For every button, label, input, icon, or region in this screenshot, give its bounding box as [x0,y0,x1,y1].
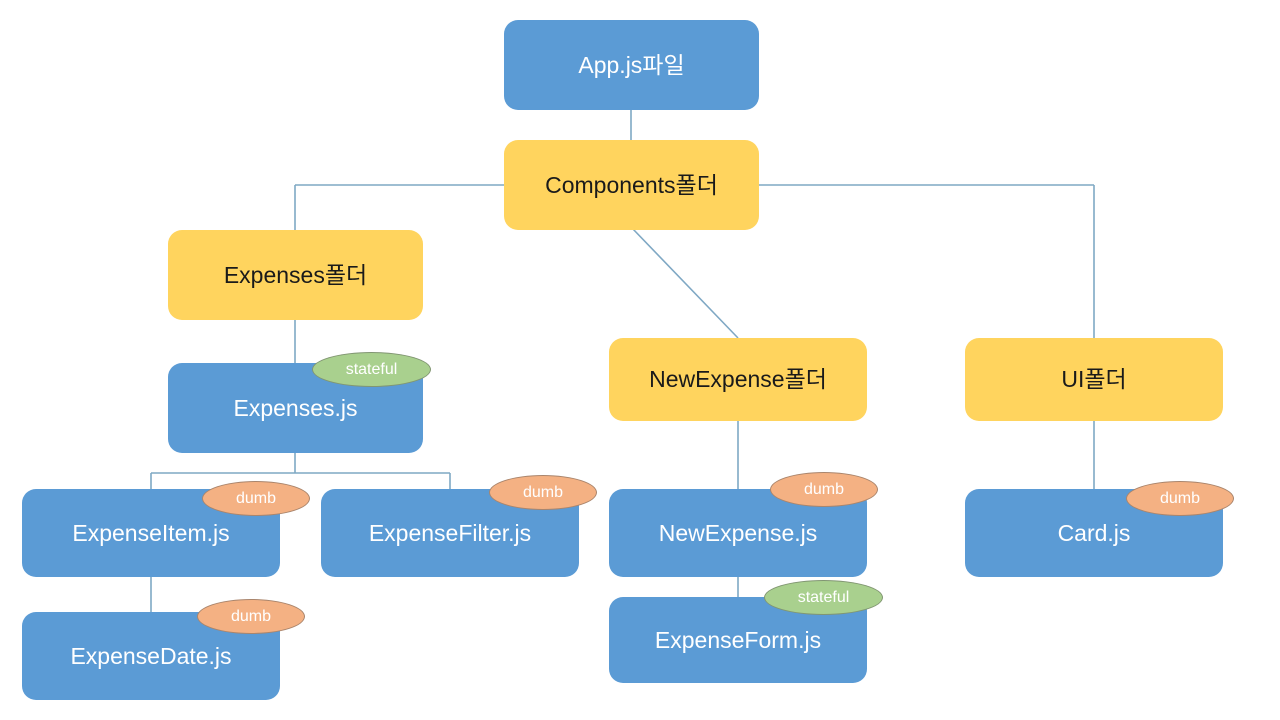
badge-label: dumb [522,483,564,501]
node-newexpense_dir[interactable]: NewExpense폴더 [609,338,867,421]
badge-b_card_js[interactable]: dumb [1126,481,1234,516]
badge-label: dumb [230,607,272,625]
node-label: ExpenseItem.js [72,519,230,546]
badge-b_newexpense_js[interactable]: dumb [770,472,878,507]
badge-b_expense_item[interactable]: dumb [202,481,310,516]
node-label: NewExpense폴더 [649,366,827,393]
badge-b_expenses_js[interactable]: stateful [312,352,431,387]
node-label: Components폴더 [545,171,718,198]
badge-label: stateful [797,588,850,606]
node-label: NewExpense.js [658,519,818,546]
badge-b_expense_date[interactable]: dumb [197,599,305,634]
node-expense_date[interactable]: ExpenseDate.js [22,612,280,700]
edge-components-to-newexpense_dir [631,227,739,339]
node-label: ExpenseDate.js [70,642,232,669]
badge-label: dumb [803,480,845,498]
node-expense_filter[interactable]: ExpenseFilter.js [321,489,579,577]
badge-label: stateful [345,360,398,378]
node-label: Card.js [1057,519,1131,546]
node-expenses_js[interactable]: Expenses.js [168,363,423,453]
node-components[interactable]: Components폴더 [504,140,759,230]
node-ui_dir[interactable]: UI폴더 [965,338,1223,421]
badge-b_expense_filter[interactable]: dumb [489,475,597,510]
badge-b_expense_form[interactable]: stateful [764,580,883,615]
node-app[interactable]: App.js파일 [504,20,759,110]
node-label: ExpenseForm.js [654,626,822,653]
node-label: Expenses폴더 [223,261,368,288]
node-label: UI폴더 [1061,366,1127,393]
node-label: App.js파일 [578,51,685,78]
badge-label: dumb [1159,489,1201,507]
node-label: Expenses.js [233,394,358,421]
node-label: ExpenseFilter.js [368,519,532,546]
node-expenses_dir[interactable]: Expenses폴더 [168,230,423,320]
badge-label: dumb [235,489,277,507]
